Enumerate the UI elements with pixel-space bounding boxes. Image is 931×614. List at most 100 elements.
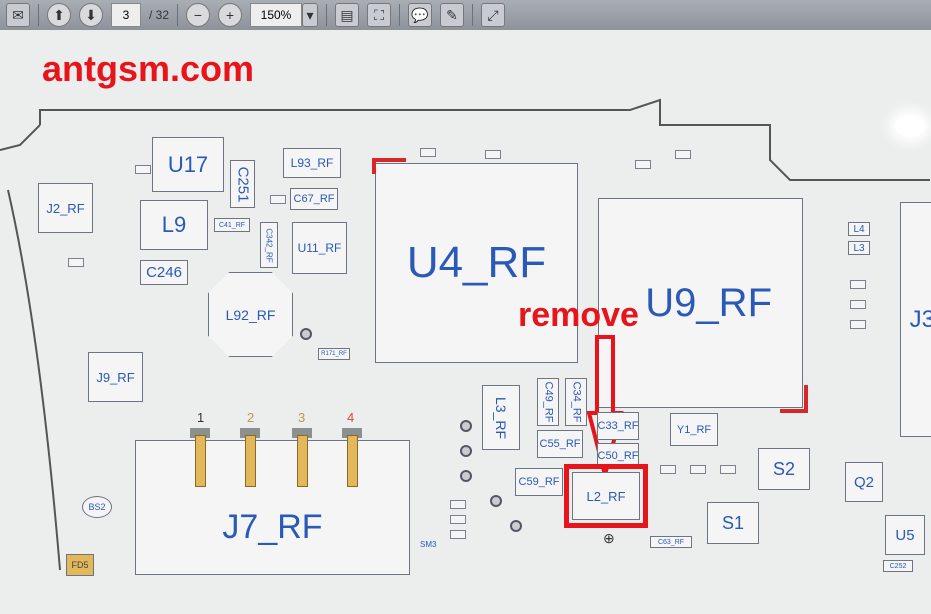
pdf-toolbar: ✉ ⬆ ⬇ 3 / 32 − + 150% ▾ ▤ ⛶ 💬 ✎ ⤢ [0, 0, 931, 30]
component-c251[interactable]: C251 [230, 160, 255, 208]
smd-pad [450, 515, 466, 524]
smd-pad [420, 148, 436, 157]
pin1-marker [780, 385, 808, 413]
component-c41[interactable]: C41_RF [214, 218, 250, 232]
component-l9[interactable]: L9 [140, 200, 208, 250]
smd-pad [68, 258, 84, 267]
pin [297, 435, 308, 487]
screen-glare [895, 115, 925, 137]
component-s2[interactable]: S2 [758, 448, 810, 490]
divider [326, 4, 328, 26]
page-total: / 32 [149, 8, 170, 22]
divider [472, 4, 474, 26]
component-c67[interactable]: C67_RF [290, 188, 338, 210]
component-u11[interactable]: U11_RF [292, 222, 347, 274]
pin-number: 2 [247, 410, 255, 425]
component-r171[interactable]: R171_RF [318, 348, 350, 360]
component-l3[interactable]: L3 [848, 241, 870, 255]
label: L3_RF [493, 396, 509, 439]
board-outline [0, 98, 930, 571]
component-j7[interactable]: J7_RF [135, 440, 410, 575]
component-c59[interactable]: C59_RF [515, 468, 563, 496]
divider [399, 4, 401, 26]
via [510, 520, 522, 532]
smd-pad [675, 150, 691, 159]
label: C49_RF [542, 381, 554, 423]
component-q2[interactable]: Q2 [845, 462, 883, 502]
pin1-marker [372, 158, 406, 174]
smd-pad [450, 500, 466, 509]
pin [245, 435, 256, 487]
component-u5[interactable]: U5 [885, 515, 925, 555]
component-bs2[interactable]: BS2 [82, 496, 112, 518]
pin-number: 3 [298, 410, 306, 425]
component-s1[interactable]: S1 [707, 502, 759, 544]
zoom-out-icon[interactable]: − [186, 3, 211, 27]
fullscreen-icon[interactable]: ⤢ [481, 3, 506, 27]
smd-pad [270, 195, 286, 204]
via [490, 495, 502, 507]
component-c342[interactable]: C342_RF [260, 222, 278, 268]
smd-pad [450, 530, 466, 539]
component-l2-highlighted[interactable]: L2_RF [564, 464, 648, 528]
remove-label: remove [518, 296, 639, 334]
component-j3[interactable]: J3 [900, 202, 931, 437]
via [460, 445, 472, 457]
component-c50[interactable]: C50_RF [597, 443, 639, 469]
zoom-cursor-icon: ⊕ [603, 530, 615, 546]
page-up-icon[interactable]: ⬆ [47, 3, 71, 27]
zoom-in-icon[interactable]: + [218, 3, 243, 27]
smd-pad [690, 465, 706, 474]
pin [292, 428, 312, 438]
pin-number: 4 [347, 410, 355, 425]
component-c246[interactable]: C246 [140, 260, 188, 285]
stamp-icon[interactable]: ✎ [440, 3, 465, 27]
component-y1[interactable]: Y1_RF [670, 413, 718, 446]
mail-icon[interactable]: ✉ [6, 3, 30, 27]
component-c63[interactable]: C63_RF [650, 536, 692, 548]
smd-pad [135, 165, 151, 174]
label: C342_RF [264, 227, 274, 263]
page-number-input[interactable]: 3 [111, 3, 141, 27]
smd-pad [850, 280, 866, 289]
pin [240, 428, 260, 438]
component-c252[interactable]: C252 [883, 560, 913, 572]
zoom-level-input[interactable]: 150% [250, 3, 303, 27]
comment-icon[interactable]: 💬 [408, 3, 433, 27]
component-fd5[interactable]: FD5 [66, 554, 94, 576]
component-l93[interactable]: L93_RF [283, 148, 341, 178]
component-c33[interactable]: C33_RF [597, 412, 639, 440]
print-icon[interactable]: ▤ [335, 3, 360, 27]
component-l92[interactable]: L92_RF [208, 272, 293, 357]
divider [38, 4, 39, 26]
component-l3-rf[interactable]: L3_RF [482, 385, 520, 450]
smd-pad [635, 160, 651, 169]
component-c55[interactable]: C55_RF [537, 430, 583, 458]
component-l4[interactable]: L4 [848, 222, 870, 236]
divider [177, 4, 179, 26]
via [460, 470, 472, 482]
label: C34_RF [570, 381, 582, 423]
pin [342, 428, 362, 438]
component-u9[interactable]: U9_RF [598, 198, 803, 408]
component-j2[interactable]: J2_RF [38, 183, 93, 233]
smd-pad [850, 320, 866, 329]
pin [190, 428, 210, 438]
component-c49[interactable]: C49_RF [537, 378, 559, 426]
document-canvas[interactable]: antgsm.com U17 C251 L93_RF C67_RF L9 C41… [0, 30, 931, 614]
via [300, 328, 312, 340]
component-c34[interactable]: C34_RF [565, 378, 587, 426]
page-down-icon[interactable]: ⬇ [79, 3, 103, 27]
fit-page-icon[interactable]: ⛶ [367, 3, 392, 27]
component-j9[interactable]: J9_RF [88, 352, 143, 402]
zoom-dropdown-icon[interactable]: ▾ [302, 3, 319, 27]
label: C251 [234, 166, 252, 202]
pin-number: 1 [197, 410, 205, 425]
label-sm3: SM3 [420, 540, 437, 549]
watermark-text: antgsm.com [42, 48, 255, 89]
smd-pad [850, 300, 866, 309]
component-u4[interactable]: U4_RF [375, 163, 578, 363]
component-u17[interactable]: U17 [152, 137, 224, 192]
pin [347, 435, 358, 487]
smd-pad [660, 465, 676, 474]
